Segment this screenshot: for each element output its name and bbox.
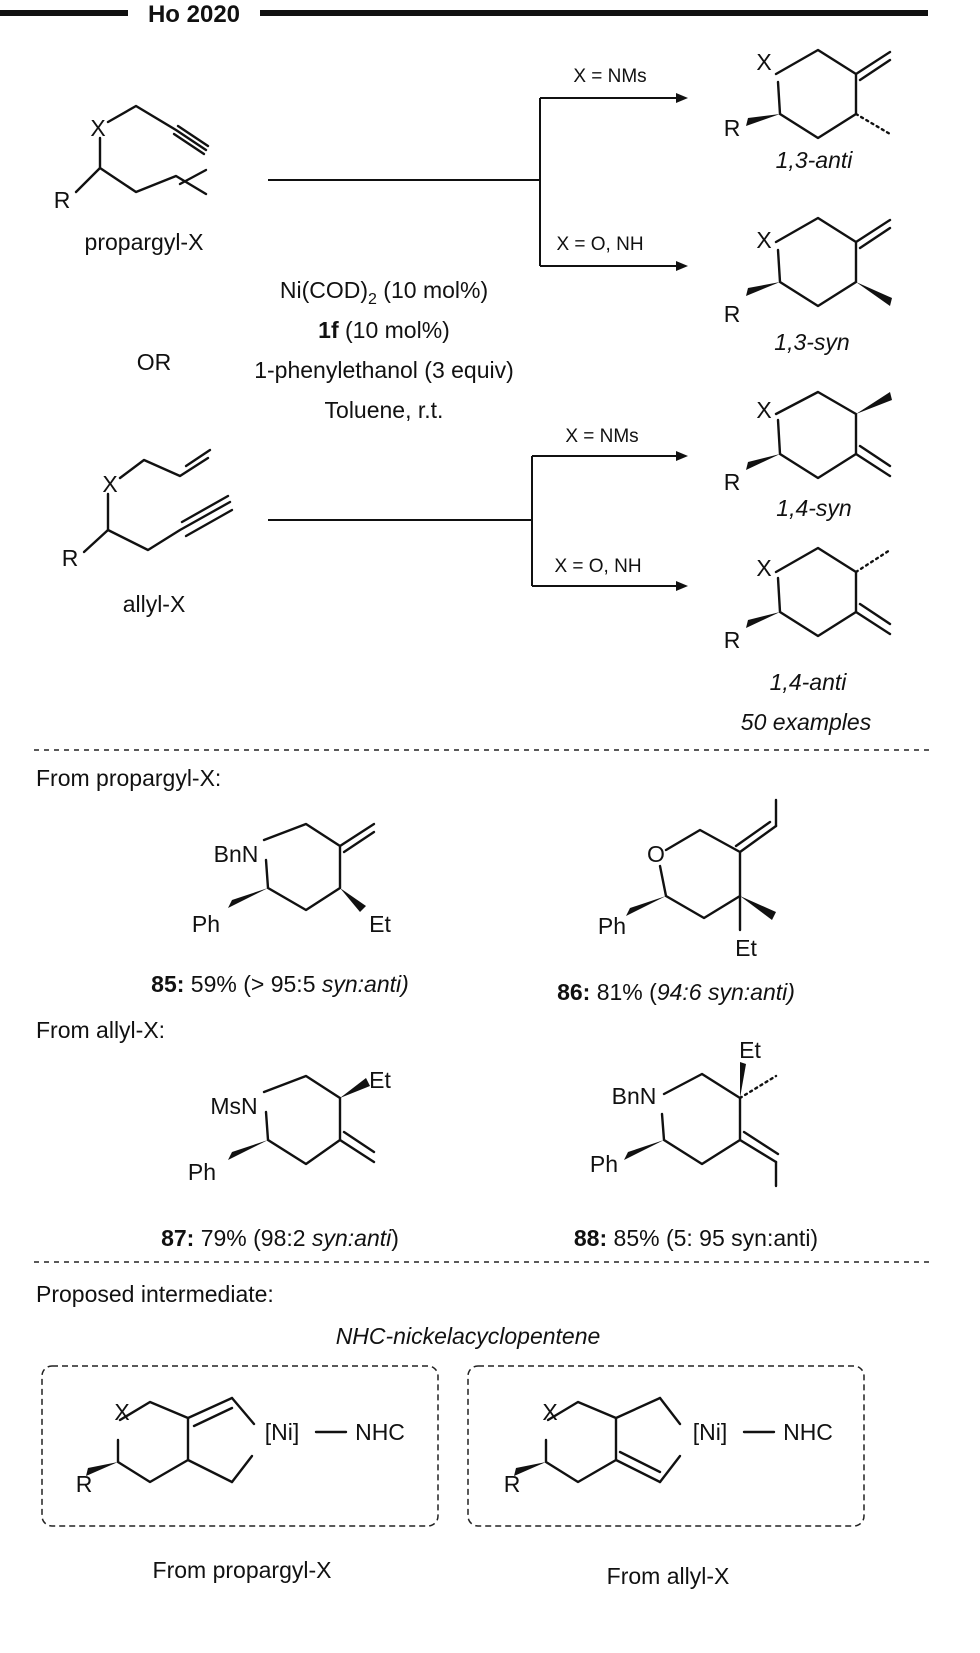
propargyl-structure: X R [54,104,210,213]
branch-2-condition: X = O, NH [556,234,643,255]
example-88-structure [624,1062,780,1188]
header-title: Ho 2020 [148,1,240,28]
intermediate-right-ligand: NHC [783,1419,833,1445]
example-85-n: BnN [214,841,259,867]
condition-additive: 1-phenylethanol (3 equiv) [254,357,514,383]
example-86-ph: Ph [598,913,626,939]
example-88-et: Et [739,1037,761,1063]
example-85-result: 85: 59% (> 95:5 syn:anti) [151,971,409,997]
product-1-3-anti-r: R [724,115,741,141]
intermediate-right-structure [514,1396,776,1484]
product-1-3-syn-label: 1,3-syn [774,329,849,355]
example-88-result: 88: 85% (5: 95 syn:anti) [574,1225,818,1251]
intermediate-right-box [467,1365,865,1527]
example-86-et: Et [735,935,757,961]
product-1-3-anti-label: 1,3-anti [776,147,854,173]
propargyl-r-atom: R [54,187,71,213]
product-1-4-anti-label: 1,4-anti [770,669,848,695]
allyl-name: allyl-X [123,591,186,617]
product-1-3-syn [746,216,892,308]
product-1-3-syn-r: R [724,301,741,327]
condition-solvent: Toluene, r.t. [325,397,444,423]
intermediate-left-metal: [Ni] [265,1419,300,1445]
product-1-4-syn-x: X [756,397,771,423]
product-1-3-anti-x: X [756,49,771,75]
or-label: OR [137,349,172,375]
propargyl-x-atom: X [90,115,105,141]
intermediate-left-x: X [114,1399,129,1425]
examples-count: 50 examples [741,709,872,735]
branch-4-condition: X = O, NH [554,556,641,577]
section-propargyl: From propargyl-X: [36,765,221,791]
allyl-r-atom: R [62,545,79,571]
example-85-et: Et [369,911,391,937]
product-1-4-syn-r: R [724,469,741,495]
intermediate-title: Proposed intermediate: [36,1281,274,1307]
intermediate-left-ligand: NHC [355,1419,405,1445]
allyl-x-atom: X [102,471,117,497]
product-1-4-syn-label: 1,4-syn [776,495,851,521]
reaction-arrows [268,93,688,591]
example-87-ph: Ph [188,1159,216,1185]
intermediate-right-x: X [542,1399,557,1425]
condition-catalyst: Ni(COD)2 (10 mol%) [280,277,488,308]
example-87-n: MsN [210,1093,257,1119]
section-allyl: From allyl-X: [36,1017,165,1043]
propargyl-name: propargyl-X [85,229,204,255]
product-1-4-syn [746,390,892,480]
allyl-structure: X R [62,448,234,571]
intermediate-left-structure [86,1396,348,1484]
product-1-4-anti-r: R [724,627,741,653]
intermediate-left-r: R [76,1471,93,1497]
intermediate-left-caption: From propargyl-X [153,1557,332,1583]
condition-ligand: 1f (10 mol%) [318,317,450,343]
example-85-ph: Ph [192,911,220,937]
example-87-structure [228,1074,376,1166]
intermediate-subtitle: NHC-nickelacyclopentene [336,1323,601,1349]
product-1-3-syn-x: X [756,227,771,253]
intermediate-left-box [41,1365,439,1527]
product-1-4-anti-x: X [756,555,771,581]
intermediate-right-metal: [Ni] [693,1419,728,1445]
intermediate-right-caption: From allyl-X [607,1563,730,1589]
example-87-et: Et [369,1067,391,1093]
example-85-structure [228,822,376,912]
example-88-ph: Ph [590,1151,618,1177]
example-87-result: 87: 79% (98:2 syn:anti) [161,1225,399,1251]
example-88-n: BnN [612,1083,657,1109]
example-86-structure [626,798,778,932]
branch-1-condition: X = NMs [573,66,646,87]
product-1-3-anti: X = NMs [746,48,892,140]
example-86-result: 86: 81% (94:6 syn:anti) [557,979,795,1005]
product-1-4-anti [746,546,892,638]
example-86-o: O [647,841,665,867]
intermediate-right-r: R [504,1471,521,1497]
branch-3-condition: X = NMs [565,426,638,447]
